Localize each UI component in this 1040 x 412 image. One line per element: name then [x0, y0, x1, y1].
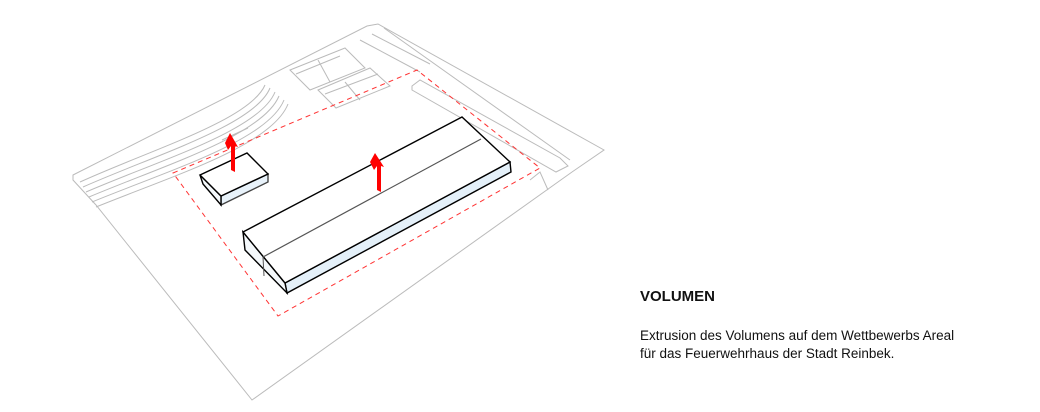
site-axonometric-drawing: [72, 23, 605, 401]
arrow-up-icon: [370, 153, 384, 192]
road-curves: [79, 84, 289, 208]
parking-strip: [411, 79, 569, 173]
extrusion-arrows: [225, 133, 384, 192]
site-plan: [72, 23, 605, 401]
caption-line-2: für das Feuerwehrhaus der Stadt Reinbek.: [640, 346, 895, 361]
arrow-up-icon: [225, 133, 238, 172]
site-outline: [72, 23, 605, 401]
main-volume: [241, 116, 512, 296]
caption: VOLUMEN Extrusion des Volumens auf dem W…: [640, 288, 954, 363]
caption-line-1: Extrusion des Volumens auf dem Wettbewer…: [640, 328, 955, 343]
caption-title: VOLUMEN: [640, 288, 715, 305]
